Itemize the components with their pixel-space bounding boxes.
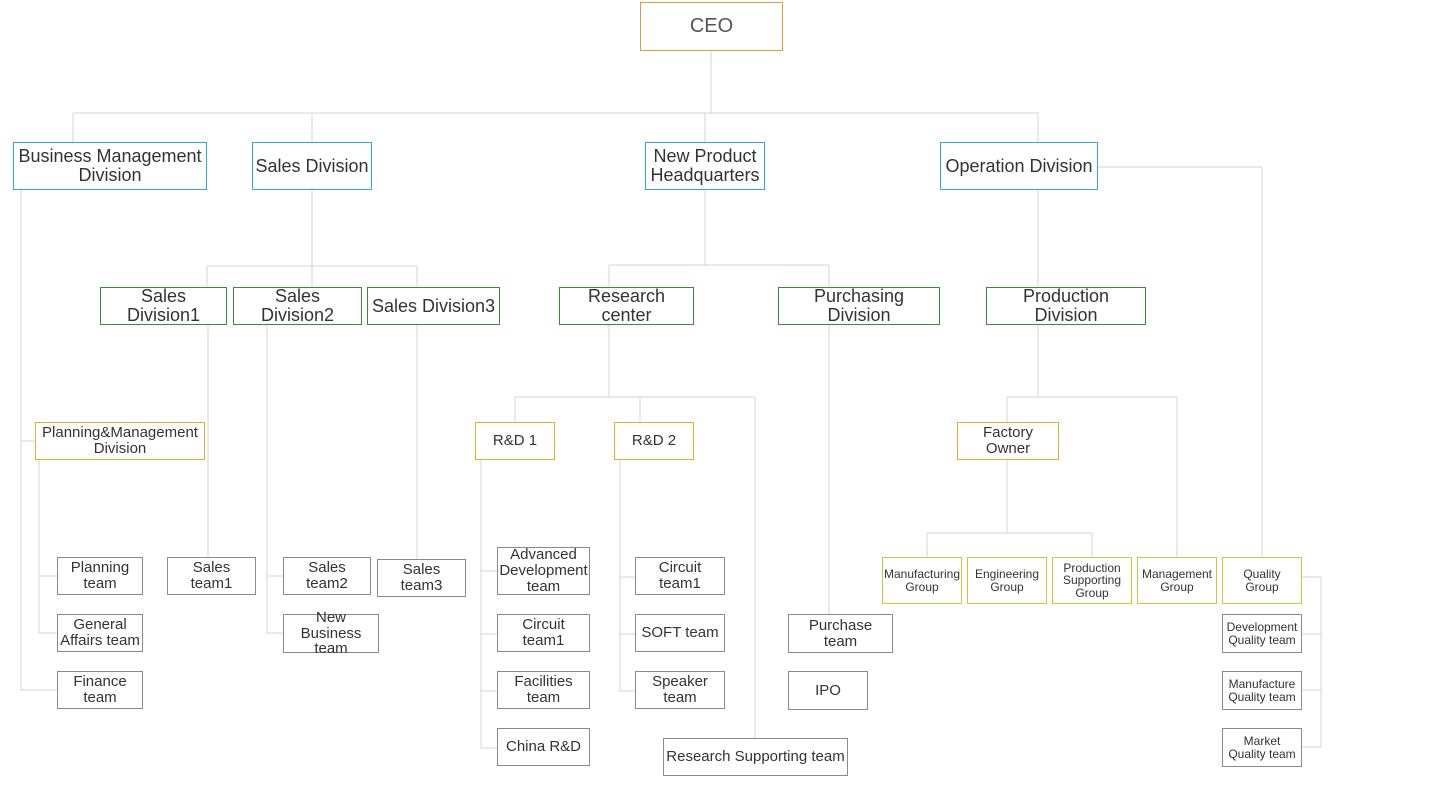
manufacturing-group-label: Manufacturing Group (883, 566, 961, 594)
research-center-box[interactable]: Research center (559, 287, 694, 325)
factory-owner-box[interactable]: Factory Owner (957, 422, 1059, 460)
factory-owner-label: Factory Owner (982, 424, 1033, 457)
facilities-team-box[interactable]: Facilities team (497, 671, 590, 709)
sales-division2-label: Sales Division2 (260, 286, 335, 325)
speaker-team-box[interactable]: Speaker team (635, 671, 725, 709)
development-quality-team-box[interactable]: Development Quality team (1222, 614, 1302, 653)
rd1-box[interactable]: R&D 1 (475, 422, 555, 460)
soft-team-box[interactable]: SOFT team (635, 614, 725, 652)
sales-division1-label: Sales Division1 (126, 286, 201, 325)
sales-division3-label: Sales Division3 (371, 295, 496, 316)
research-supporting-team-box[interactable]: Research Supporting team (663, 738, 848, 776)
development-quality-team-label: Development Quality team (1226, 619, 1298, 647)
purchase-team-box[interactable]: Purchase team (788, 614, 893, 653)
ipo-box[interactable]: IPO (788, 671, 868, 710)
finance-team-box[interactable]: Finance team (57, 671, 143, 709)
general-affairs-team-box[interactable]: General Affairs team (57, 614, 143, 652)
production-division-box[interactable]: Production Division (986, 287, 1146, 325)
sales-team3-label: Sales team3 (400, 561, 443, 594)
business-management-division-label: Business Management Division (18, 146, 202, 185)
rd2-box[interactable]: R&D 2 (614, 422, 694, 460)
production-supporting-group-box[interactable]: Production Supporting Group (1052, 557, 1132, 604)
rd1-label: R&D 1 (492, 432, 538, 450)
sales-team1-label: Sales team1 (190, 559, 233, 592)
facilities-team-label: Facilities team (514, 673, 573, 706)
planning-management-division-label: Planning&Management Division (42, 424, 198, 457)
manufacture-quality-team-box[interactable]: Manufacture Quality team (1222, 671, 1302, 710)
sales-division3-box[interactable]: Sales Division3 (367, 287, 500, 325)
manufacture-quality-team-label: Manufacture Quality team (1228, 676, 1296, 704)
quality-group-label: Quality Group (1243, 566, 1281, 594)
sales-team2-label: Sales team2 (306, 559, 348, 592)
research-supporting-team-label: Research Supporting team (666, 748, 845, 766)
new-business-team-label: New Business team (300, 608, 362, 658)
new-product-headquarters-box[interactable]: New Product Headquarters (645, 142, 765, 190)
production-supporting-group-label: Production Supporting Group (1062, 560, 1122, 600)
sales-team2-box[interactable]: Sales team2 (283, 557, 371, 595)
ceo-box[interactable]: CEO (640, 2, 783, 51)
new-product-headquarters-label: New Product Headquarters (650, 146, 760, 185)
sales-team3-box[interactable]: Sales team3 (377, 559, 466, 597)
purchasing-division-box[interactable]: Purchasing Division (778, 287, 940, 325)
sales-division-box[interactable]: Sales Division (252, 142, 372, 190)
china-rd-label: China R&D (505, 738, 582, 756)
rd1-circuit-team1-label: Circuit team1 (522, 616, 565, 649)
new-business-team-box[interactable]: New Business team (283, 609, 379, 657)
sales-division-label: Sales Division (255, 155, 369, 176)
rd2-circuit-team1-box[interactable]: Circuit team1 (635, 557, 725, 595)
advanced-development-team-label: Advanced Development team (499, 546, 588, 595)
advanced-development-team-box[interactable]: Advanced Development team (497, 547, 590, 595)
planning-management-division-box[interactable]: Planning&Management Division (35, 422, 205, 460)
sales-team1-box[interactable]: Sales team1 (167, 557, 256, 595)
purchase-team-label: Purchase team (808, 616, 873, 650)
finance-team-label: Finance team (73, 673, 127, 706)
management-group-label: Management Group (1141, 566, 1213, 594)
engineering-group-box[interactable]: Engineering Group (967, 557, 1047, 604)
operation-division-label: Operation Division (945, 155, 1093, 176)
sales-division1-box[interactable]: Sales Division1 (100, 287, 227, 325)
research-center-label: Research center (587, 286, 666, 325)
production-division-label: Production Division (1022, 286, 1110, 325)
ipo-label: IPO (815, 681, 841, 699)
quality-group-box[interactable]: Quality Group (1222, 557, 1302, 604)
business-management-division-box[interactable]: Business Management Division (13, 142, 207, 190)
purchasing-division-label: Purchasing Division (813, 286, 905, 325)
market-quality-team-box[interactable]: Market Quality team (1222, 728, 1302, 767)
sales-division2-box[interactable]: Sales Division2 (233, 287, 362, 325)
ceo-label: CEO (689, 15, 734, 37)
rd2-label: R&D 2 (631, 432, 677, 450)
planning-team-box[interactable]: Planning team (57, 557, 143, 595)
operation-division-box[interactable]: Operation Division (940, 142, 1098, 190)
speaker-team-label: Speaker team (652, 673, 708, 706)
market-quality-team-label: Market Quality team (1228, 733, 1296, 761)
planning-team-label: Planning team (70, 559, 130, 592)
rd2-circuit-team1-label: Circuit team1 (658, 559, 702, 592)
engineering-group-label: Engineering Group (974, 566, 1040, 594)
general-affairs-team-label: General Affairs team (60, 616, 140, 649)
rd1-circuit-team1-box[interactable]: Circuit team1 (497, 614, 590, 652)
china-rd-box[interactable]: China R&D (497, 728, 590, 766)
manufacturing-group-box[interactable]: Manufacturing Group (882, 557, 962, 604)
management-group-box[interactable]: Management Group (1137, 557, 1217, 604)
soft-team-label: SOFT team (641, 624, 719, 642)
